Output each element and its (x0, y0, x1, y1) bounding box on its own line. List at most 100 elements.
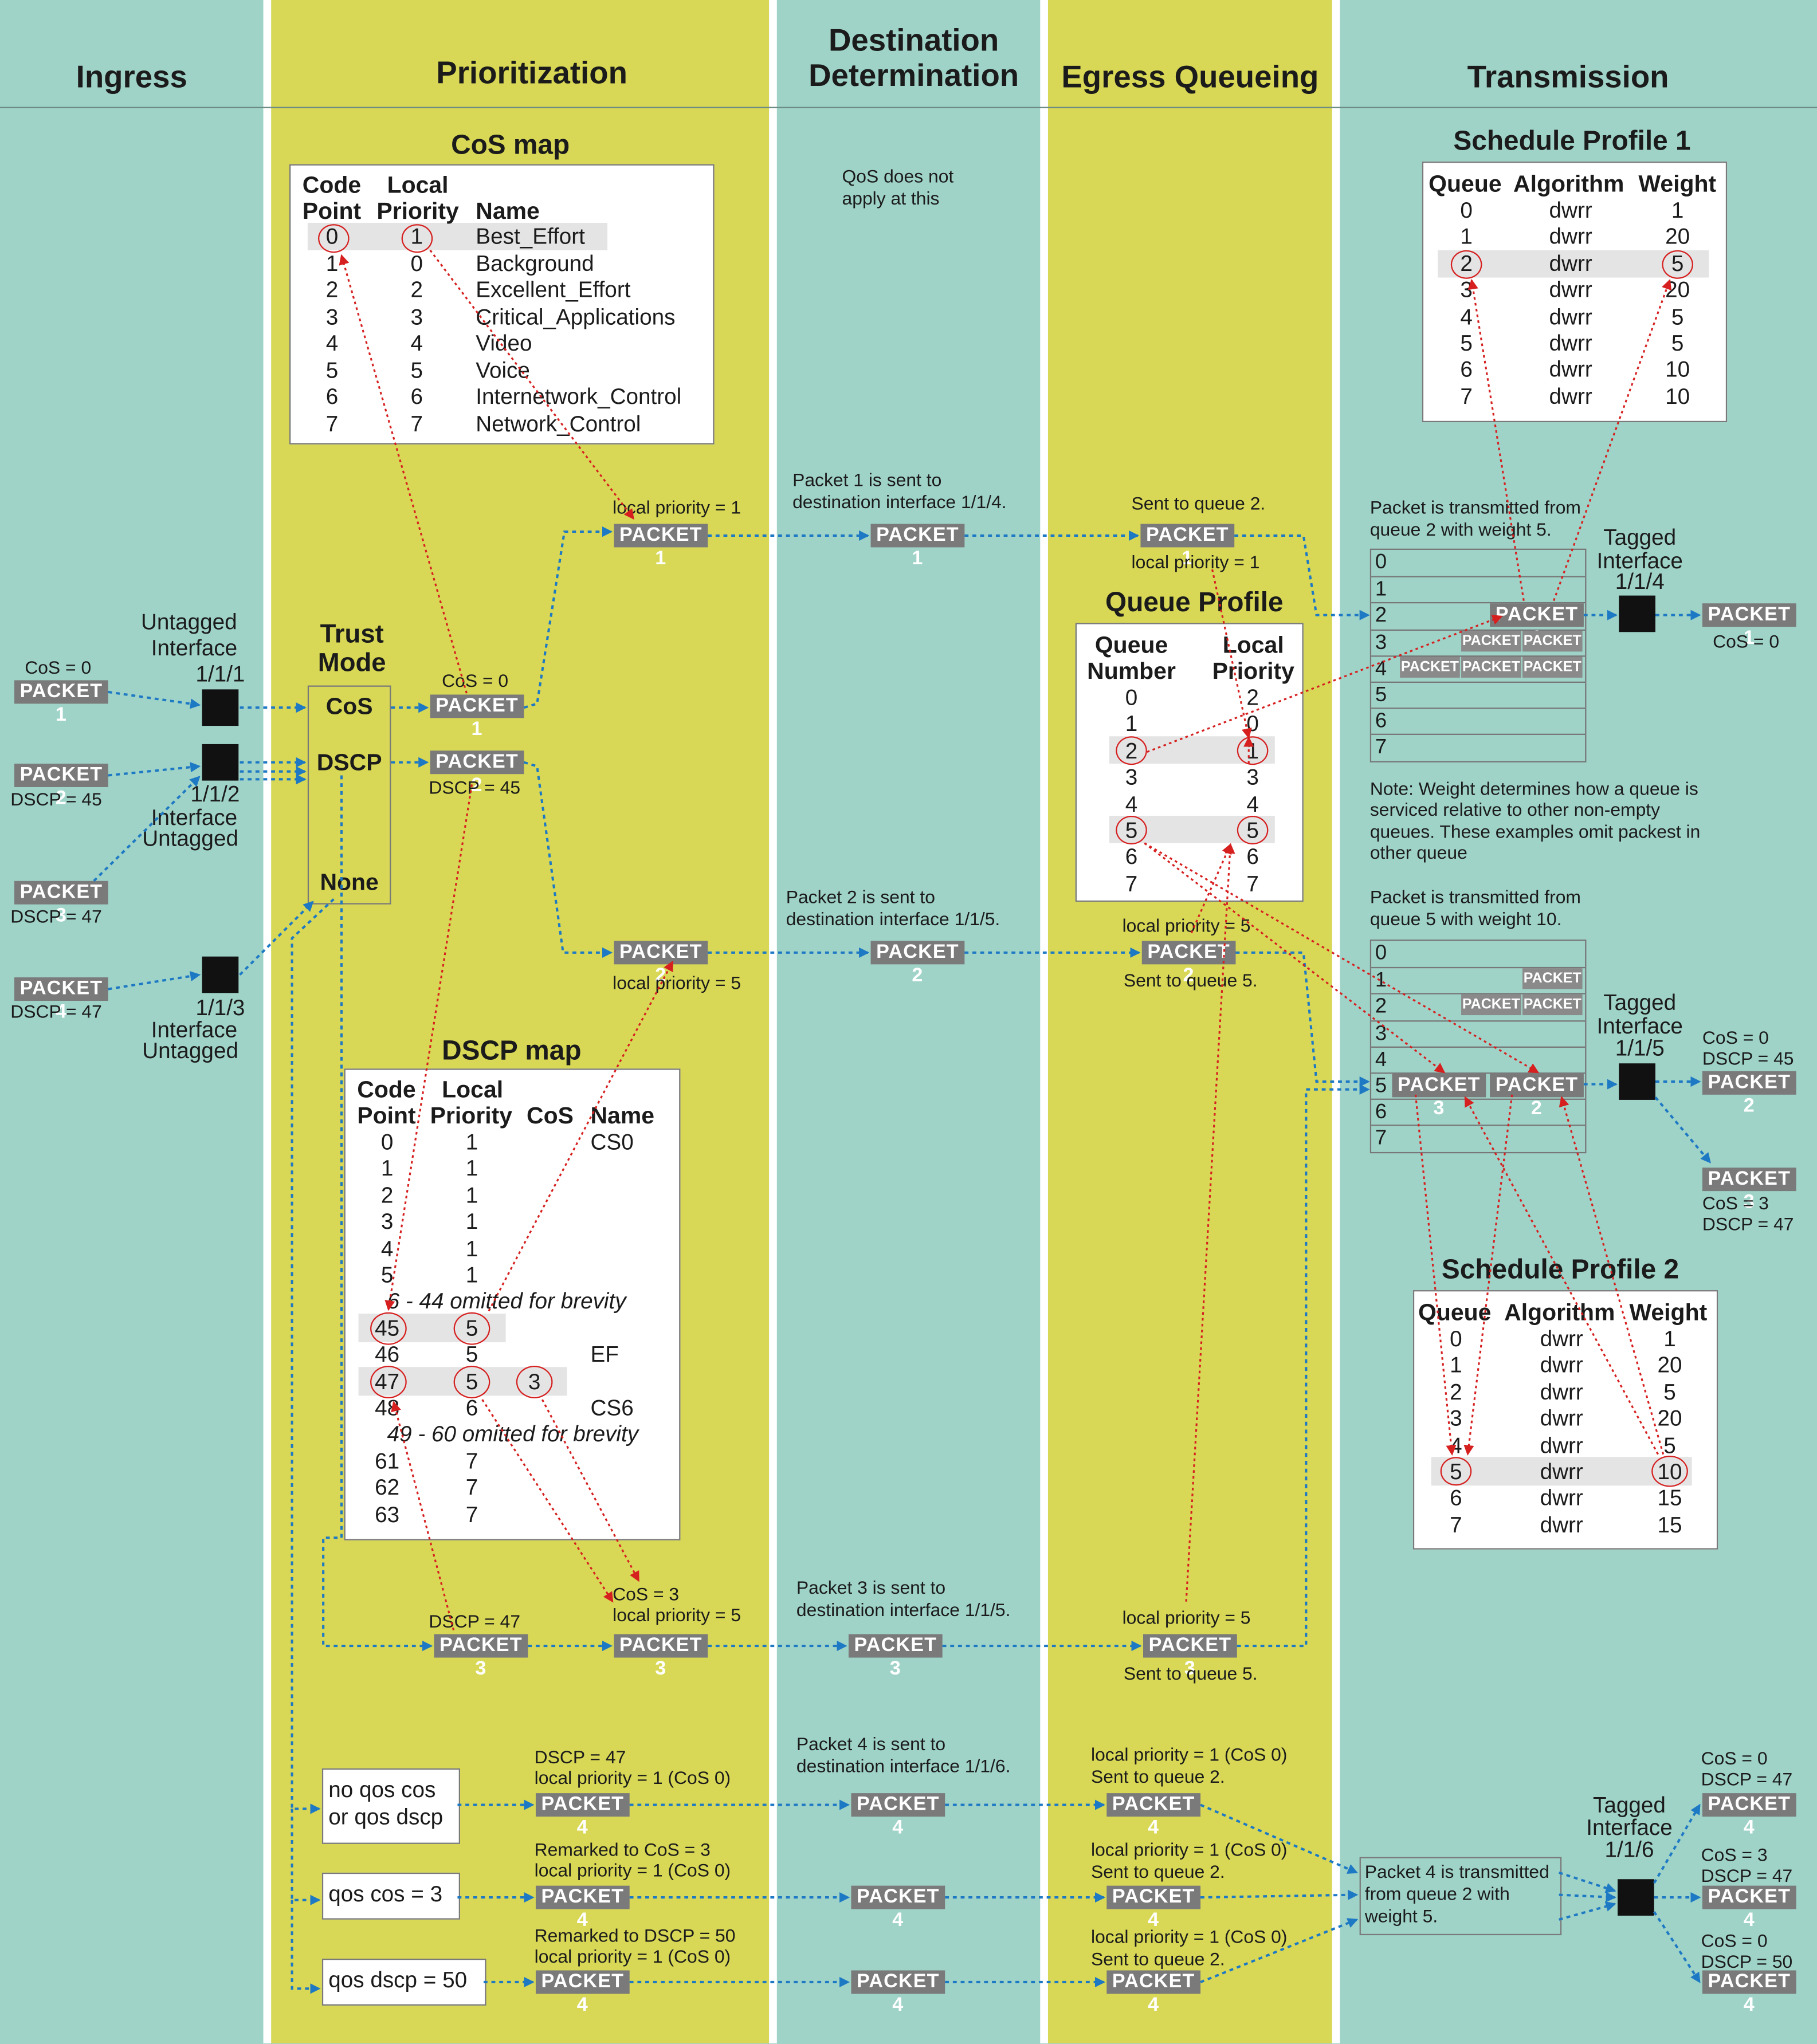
schedule_profile_1-algorithm: dwrr (1549, 384, 1592, 409)
prio-packet-4b: PACKET 4 (535, 1885, 630, 1931)
port-1-1-6 (1618, 1879, 1654, 1916)
cos-map-title: CoS map (451, 130, 570, 160)
tx-p1-cos: CoS = 0 (1713, 631, 1780, 652)
dscp-header-code: Code (357, 1076, 416, 1103)
queue-row: 3 (1371, 628, 1586, 657)
port-1-1-3 (202, 956, 239, 993)
prio-p2-lp: local priority = 5 (613, 972, 741, 993)
column-divider (1332, 0, 1340, 2043)
note-line3: queues. These examples omit packest in (1369, 821, 1701, 842)
schedule_profile_1-algorithm: dwrr (1549, 251, 1592, 276)
tx-packet-2: PACKET 2 (1702, 1071, 1796, 1117)
prio-packet-4a: PACKET 4 (535, 1793, 630, 1839)
sched2-header-algorithm: Algorithm (1504, 1299, 1615, 1326)
qp-queue: 1 (1125, 712, 1138, 737)
if112-line2: Interface (151, 805, 238, 831)
if116-line1: Tagged (1593, 1793, 1666, 1818)
if115-line3: 1/1/5 (1615, 1036, 1665, 1061)
prio-packet-1-out: PACKET 1 (614, 524, 708, 569)
prio-p2-dscp: DSCP = 45 (429, 776, 521, 798)
sched2-header-weight: Weight (1629, 1299, 1708, 1326)
prio-p3-dscp: DSCP = 47 (429, 1610, 521, 1632)
tx-packet-4a: PACKET 4 (1702, 1793, 1796, 1839)
header-prioritization: Prioritization (436, 56, 627, 92)
egress-p1-lp: local priority = 1 (1131, 551, 1260, 572)
tx-packet-1: PACKET 1 (1702, 603, 1796, 649)
sched1-header-weight: Weight (1638, 170, 1717, 197)
tx-p4c-dscp: DSCP = 50 (1701, 1951, 1793, 1972)
dscp-lp: 7 (465, 1501, 478, 1527)
p1-sent-line2: destination interface 1/1/4. (792, 491, 1007, 512)
qos-box-1-line1: no qos cos (328, 1777, 436, 1803)
p3-sent-line2: destination interface 1/1/5. (796, 1599, 1011, 1620)
if113-line2: Interface (151, 1017, 238, 1043)
qp-queue: 0 (1125, 685, 1138, 710)
cos-cp: 6 (325, 384, 339, 410)
note-line2: serviced relative to other non-empty (1369, 799, 1661, 820)
p4b-line2: local priority = 1 (CoS 0) (534, 1860, 731, 1881)
port-1-1-2 (202, 744, 239, 781)
schedule_profile_1-queue: 6 (1460, 357, 1473, 383)
dscp-lp: 1 (465, 1263, 478, 1288)
schedule_profile_2-algorithm: dwrr (1540, 1353, 1583, 1378)
if114-line2: Interface (1596, 548, 1683, 573)
dscp-cp: 1 (380, 1156, 394, 1181)
dscp-lp: 1 (465, 1209, 478, 1235)
cos-lp: 6 (410, 384, 423, 410)
schedule_profile_2-weight: 20 (1657, 1406, 1682, 1432)
qp-priority: 3 (1246, 765, 1259, 790)
tx-p4c-cos: CoS = 0 (1701, 1929, 1768, 1951)
queue-number: 2 (1375, 605, 1387, 628)
schedule_profile_2-queue: 7 (1450, 1512, 1462, 1538)
dscp-cp: 61 (375, 1449, 400, 1474)
prio-p1-cos: CoS = 0 (442, 670, 509, 691)
column-divider (1040, 0, 1048, 2043)
ingress-packet-1: PACKET 1 (14, 680, 108, 726)
p2-dscp-label: DSCP = 45 (10, 788, 102, 809)
header-egress: Egress Queueing (1061, 60, 1319, 96)
queue-row: 2 (1371, 993, 1586, 1021)
tx-p3-cos: CoS = 3 (1702, 1192, 1769, 1213)
schedule_profile_1-algorithm: dwrr (1549, 198, 1592, 223)
ingress-packet-2: PACKET 2 (14, 764, 108, 809)
port-1-1-1 (202, 689, 239, 726)
cos-cp: 2 (325, 277, 339, 302)
q114-packet-q3b: PACKET (1522, 631, 1583, 652)
q114-packet-q4b: PACKET (1461, 657, 1521, 678)
qp-header-priority: Priority (1212, 658, 1294, 685)
prio-packet-4c: PACKET 4 (535, 1970, 630, 2016)
if116-line2: Interface (1586, 1815, 1673, 1841)
trust-dscp: DSCP (316, 749, 382, 776)
cos-map-table (289, 164, 715, 445)
queue-row: 3 (1371, 1020, 1586, 1047)
dscp-lp: 1 (465, 1130, 478, 1155)
queue-number: 0 (1375, 942, 1387, 965)
schedule_profile_1-weight: 1 (1671, 198, 1684, 223)
qp-header-number: Number (1087, 658, 1176, 685)
schedule_profile_1-algorithm: dwrr (1549, 225, 1592, 250)
schedule_profile_2-algorithm: dwrr (1540, 1512, 1583, 1538)
egress-packet-2: PACKET 2 (1141, 941, 1236, 986)
dest-packet-2: PACKET 2 (870, 941, 965, 986)
qos-box-2-line1: qos cos = 3 (328, 1881, 443, 1907)
sched1-w5-ring (1662, 250, 1693, 279)
sched2-q5-ring (1440, 1457, 1472, 1486)
qp-queue: 3 (1125, 765, 1138, 790)
prio-packet-2-out: PACKET 2 (614, 941, 708, 986)
queue-profile-title: Queue Profile (1105, 587, 1284, 618)
p4-tx-line3: weight 5. (1364, 1905, 1438, 1927)
egress-p4b-lp: local priority = 1 (CoS 0) (1091, 1838, 1288, 1860)
egress-column (1047, 0, 1332, 2043)
dscp-cp: 2 (380, 1183, 394, 1208)
p4-dscp-label: DSCP = 47 (10, 1001, 102, 1022)
queue-row: 0 (1371, 550, 1585, 576)
cos-lp: 5 (410, 357, 423, 383)
qp-priority: 4 (1246, 792, 1259, 817)
schedule_profile_2-algorithm: dwrr (1540, 1406, 1583, 1432)
sched2-header-queue: Queue (1418, 1299, 1492, 1326)
qp-q5-ring (1116, 816, 1147, 845)
q115-packet-q1: PACKET (1522, 968, 1583, 989)
